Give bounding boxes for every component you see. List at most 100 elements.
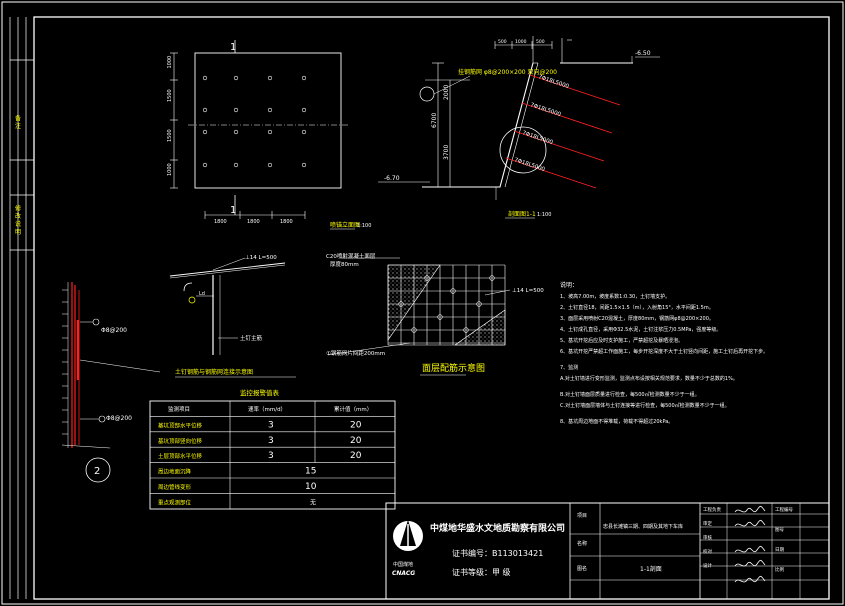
soil-nail-label: 7Φ18L5000 — [513, 157, 546, 173]
soil-nail — [529, 74, 621, 106]
slope-face — [422, 62, 534, 188]
section-title: 剖面图1-1 — [508, 210, 536, 218]
plan-dim-bottom: 1800 — [214, 219, 227, 225]
note-line: 3、面层采用喷射C20混凝土，厚度80mm，钢筋网φ8@200×200。 — [560, 315, 714, 322]
mesh-detail-title: 面层配筋示意图 — [422, 362, 485, 374]
section-height-part-1: 2000 — [443, 85, 450, 100]
section-dims-top: 500 1000 500 — [494, 39, 553, 49]
table-cell-item: 土层顶部水平位移 — [158, 452, 203, 460]
cert-grade: 证书等级：甲 级 — [452, 567, 511, 577]
signature — [734, 519, 766, 527]
tb-right-info: 图号 — [775, 527, 784, 533]
strip-label-revision: 修 改 说 明 — [14, 204, 21, 236]
notes: 说明： 1、坡高7.00m，坡度系数1:0.30，土钉墙支护。 2、土钉直径18，… — [560, 281, 768, 425]
section-dim-top: 1000 — [515, 39, 527, 45]
notes-title: 说明： — [560, 281, 578, 289]
nail-hole — [233, 129, 239, 135]
table-header: 监测项目 — [168, 405, 190, 413]
note-line: 5、基坑开挖后应及时支护施工，严禁超挖及暴晒浸泡。 — [560, 337, 683, 344]
mesh-right-label: ⊥14 L=500 — [512, 288, 544, 294]
table-cell-rate: 3 — [268, 451, 274, 461]
tb-label-name: 名称 — [577, 540, 587, 547]
nail-hole — [267, 129, 273, 135]
tb-right-label: 设计 — [703, 562, 712, 569]
note-line: 1、坡高7.00m，坡度系数1:0.30，土钉墙支护。 — [560, 293, 670, 300]
note-line: 4、土钉成孔直径，采用Φ32.5水泥，土钉注浆压力0.5MPa，强度等级。 — [560, 326, 721, 333]
nail-detail-title: 土钉钢筋与钢筋网连接示意图 — [175, 368, 253, 376]
plan-dim-bottom: 1800 — [247, 219, 260, 225]
tb-right-label: 审核 — [703, 534, 712, 541]
tb-project: 忠县长滩镇三期、四期及其地下车库 — [603, 523, 683, 530]
nail-hole — [202, 129, 208, 135]
table-cell-rate: 3 — [268, 436, 274, 446]
table-cell-rate: 3 — [268, 420, 274, 430]
section-dim-top: 500 — [536, 39, 545, 45]
table-cell-item: 周边管线变形 — [158, 483, 192, 491]
nail-hole — [233, 162, 239, 168]
section-dim-top: 500 — [498, 39, 507, 45]
note-line: C.对土钉墙面层墙体与土钉连接等进行检查，每500㎡检测数量不少于一组。 — [560, 402, 730, 409]
mesh-top-label: C20喷射混凝土面层 — [326, 252, 376, 260]
logo-text: 中国煤地 — [393, 561, 413, 568]
mesh-top-label-2: 厚度80mm — [330, 260, 359, 268]
section-scale: 1:100 — [537, 212, 551, 218]
mesh-detail: C20喷射混凝土面层 厚度80mm ⊥14 L=500 ①钢筋网片间距200mm… — [326, 252, 544, 376]
base-elevation: -6.70 — [384, 175, 400, 182]
plan-marker-top: 1 — [230, 42, 236, 53]
wall-label-1: Φ8@200 — [101, 327, 127, 334]
table-cell-item: 重点观测部位 — [158, 498, 192, 506]
logo-sub: CNACG — [392, 570, 415, 577]
nail-bar-label: ⊥14 L=500 — [245, 255, 277, 261]
plan-dim-left: 1500 — [167, 89, 173, 102]
nail-ld-label: Ld — [199, 291, 205, 297]
signature — [734, 505, 766, 513]
mesh-bottom-label: ①钢筋网片间距200mm — [326, 349, 385, 357]
soil-nail-label: 7Φ18L5000 — [529, 102, 562, 118]
tb-right-info: 工程编号 — [775, 506, 793, 513]
wall-circle-marker — [85, 457, 111, 483]
tb-right-label: 校对 — [703, 548, 712, 555]
mesh-grid — [387, 264, 506, 346]
monitor-table-title: 监控报警值表 — [240, 388, 280, 397]
table-cell-total: 20 — [350, 420, 362, 430]
section-detail-marker — [419, 86, 435, 102]
nail-hole — [267, 162, 273, 168]
table-header: 累计值（mm） — [334, 405, 372, 413]
nail-hole — [267, 75, 273, 81]
note-line: 2、土钉直径18，间距1.5×1.5（m），入射角15°，水平间距1.5m。 — [560, 304, 714, 311]
table-cell-total: 20 — [350, 451, 362, 461]
nail-hole — [233, 75, 239, 81]
note-line: A.对土钉墙进行变形监测，监测点布设按相关规范要求，数量不少于总数的1%。 — [560, 375, 738, 382]
signature — [734, 559, 766, 567]
note-line: 7、监测 — [560, 364, 578, 371]
plan-title: 喷锚立面图 — [330, 221, 360, 229]
soil-nail-label: 7Φ18L5000 — [537, 74, 570, 90]
wall-circle-label: 2 — [94, 466, 100, 477]
nail-hole — [301, 75, 307, 81]
tb-right-label: 审定 — [703, 520, 712, 527]
table-cell-rate: 15 — [305, 467, 316, 477]
cert-number: 证书编号：B113013421 — [452, 548, 543, 558]
tb-right-info: 比例 — [775, 566, 784, 573]
soil-nail — [513, 130, 605, 162]
note-line: 6、基坑开挖严禁超工作面施工，每步开挖深度不大于土钉竖向间距，施工土钉后再开挖下… — [560, 348, 768, 355]
section-mesh-note: 挂钢筋网 φ8@200×200 双向@200 — [458, 68, 557, 76]
soil-nail — [505, 157, 597, 189]
table-cell-item: 基坑顶部水平位移 — [158, 421, 203, 429]
nail-hole — [267, 107, 273, 113]
table-cell-rate: 无 — [310, 499, 316, 506]
table-header: 速率（mm/d） — [248, 405, 286, 413]
signature — [734, 575, 766, 583]
nail-main-label: 土钉主筋 — [240, 334, 263, 342]
table-cell-item: 周边地面沉降 — [158, 468, 192, 476]
nail-hole — [301, 129, 307, 135]
nail-connection-detail: Ld ⊥14 L=500 土钉主筋 土钉钢筋与钢筋网连接示意图 — [169, 255, 296, 378]
plan-dim-left: 1500 — [167, 129, 173, 142]
company-name: 中煤地华盛水文地质勘察有限公司 — [430, 522, 565, 534]
